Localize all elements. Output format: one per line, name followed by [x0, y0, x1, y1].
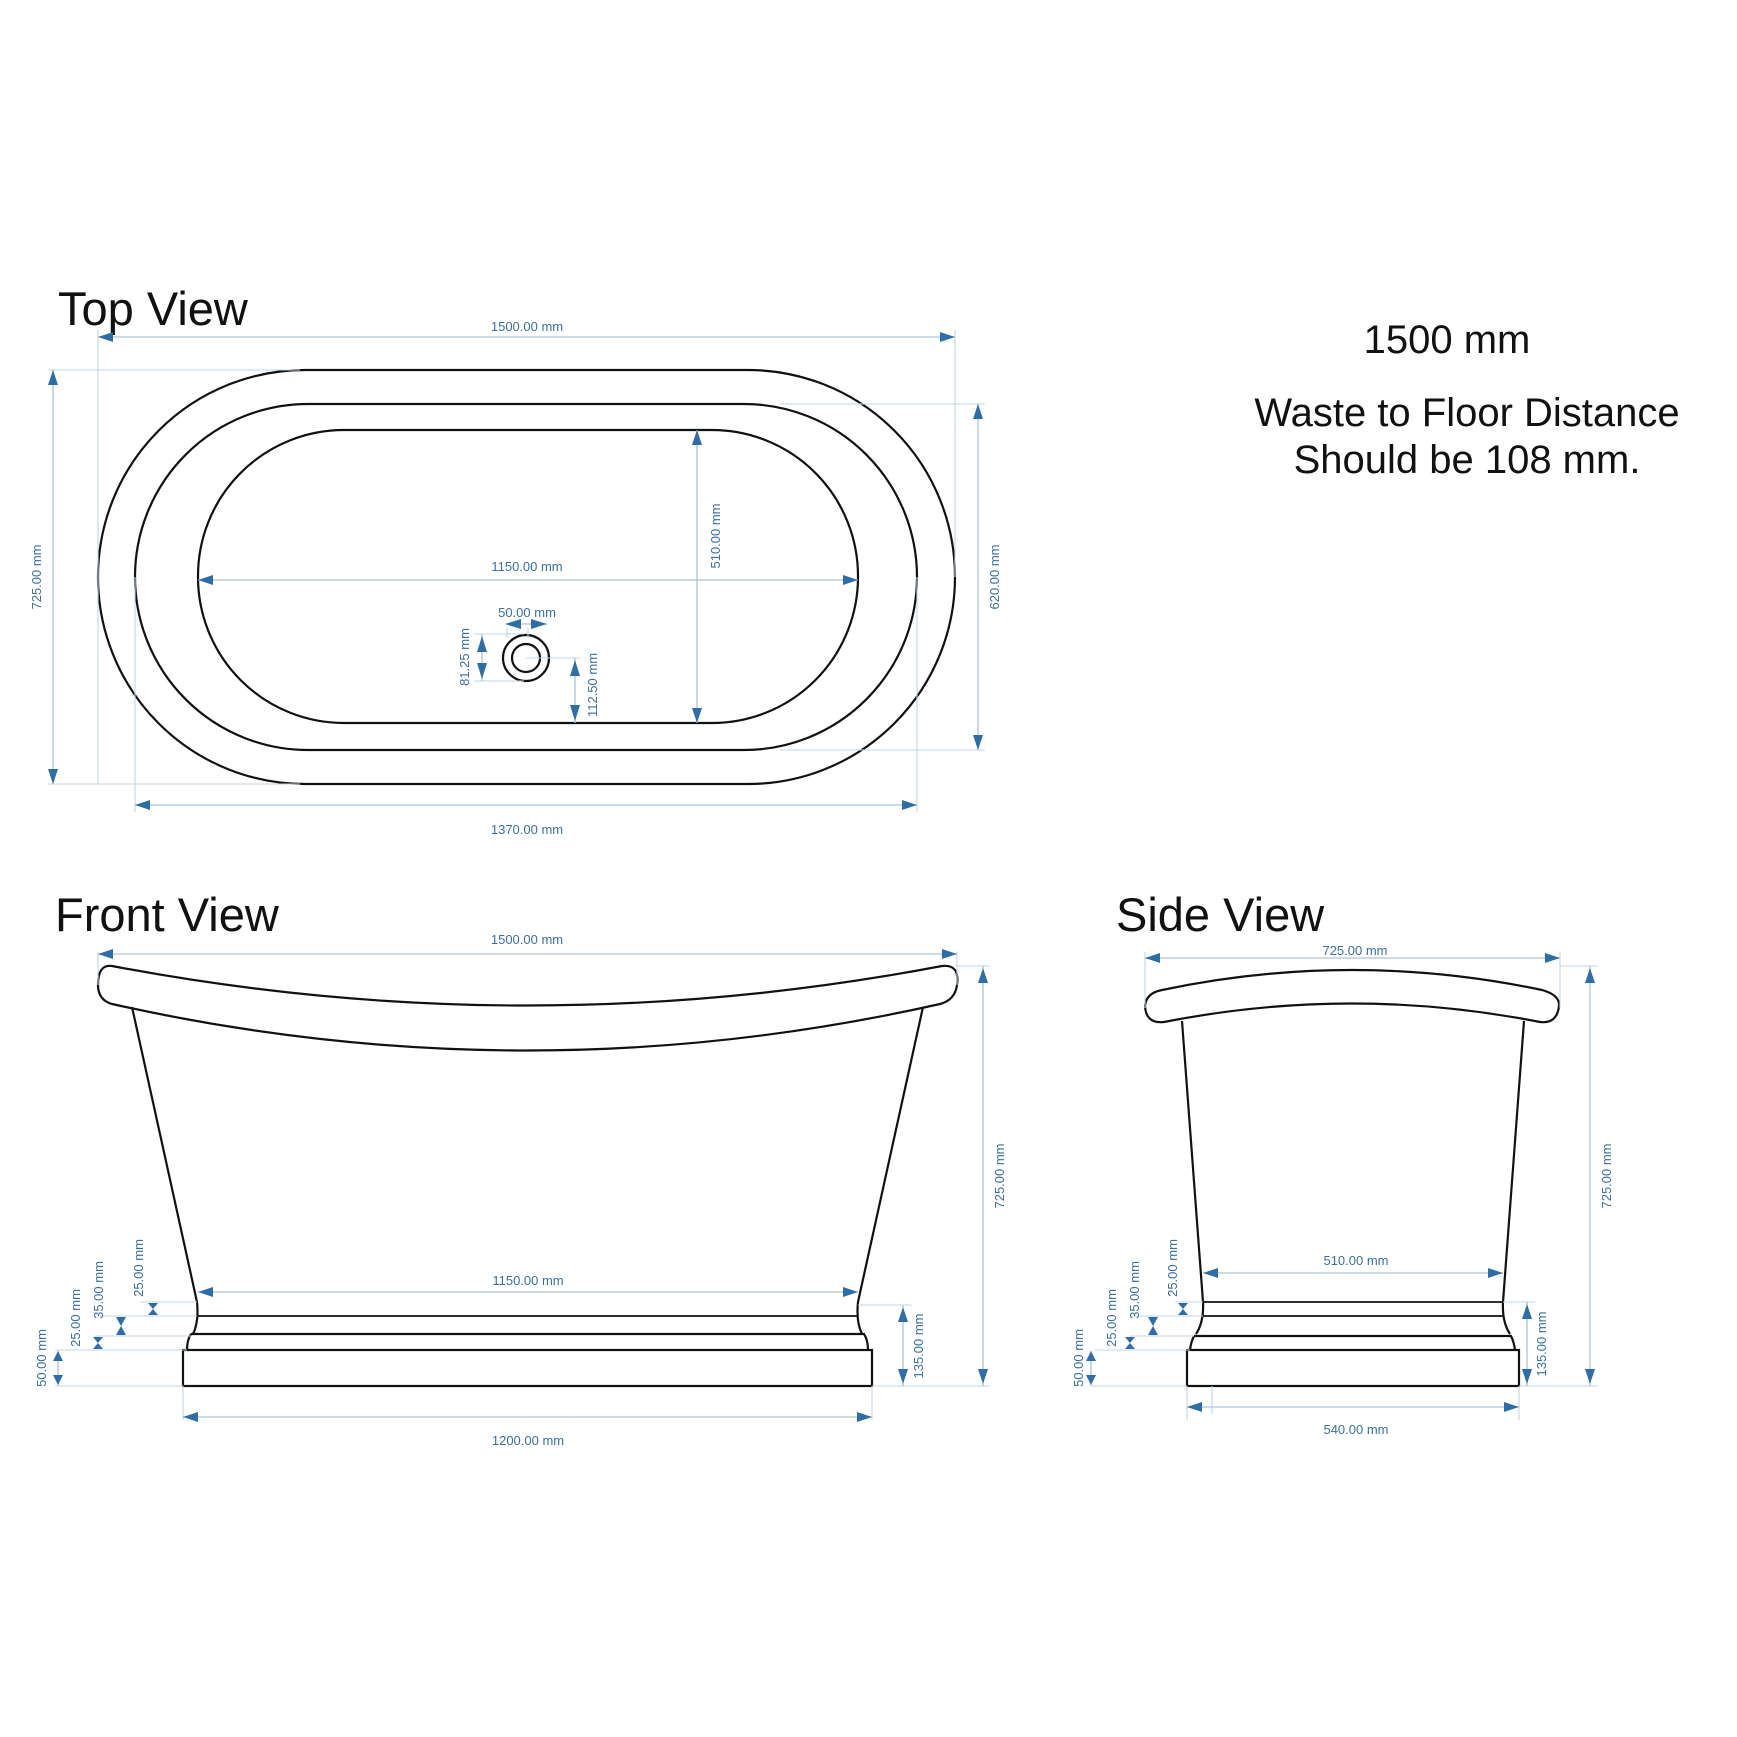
front-band-3-label: 25.00 mm	[68, 1289, 83, 1347]
front-plinth-length-label: 1200.00 mm	[492, 1433, 564, 1448]
front-plinth	[181, 1348, 874, 1388]
front-rim	[96, 964, 959, 1052]
side-overall-height-label: 725.00 mm	[1599, 1143, 1614, 1208]
front-base-top-length-label: 1150.00 mm	[492, 1273, 563, 1288]
waste-note-line-2: Should be 108 mm.	[1294, 438, 1641, 482]
side-plinth-height-label: 50.00 mm	[1071, 1329, 1086, 1387]
inner-rim-outline	[133, 402, 919, 752]
front-overall-length-label: 1500.00 mm	[491, 932, 563, 947]
top-basin-length-label: 1150.00 mm	[491, 559, 562, 574]
side-base-top-width-label: 510.00 mm	[1323, 1253, 1388, 1268]
side-view: 725.00 mm 725.00 mm 135.00 mm 510.00 mm …	[1071, 943, 1614, 1437]
top-view-title: Top View	[58, 282, 249, 335]
side-band-3-label: 25.00 mm	[1104, 1289, 1119, 1347]
top-waste-to-edge-label: 112.50 mm	[585, 653, 600, 717]
side-left-wall	[1180, 1020, 1205, 1335]
front-left-wall	[130, 1006, 199, 1335]
basin-outline	[196, 428, 860, 725]
length-note: 1500 mm	[1364, 318, 1531, 362]
top-waste-diameter-label: 50.00 mm	[498, 605, 556, 620]
top-waste-offset-label: 81.25 mm	[457, 628, 472, 686]
front-view-title: Front View	[55, 888, 280, 941]
front-plinth-top	[191, 1332, 870, 1351]
front-view: 1500.00 mm 725.00 mm 135.00 mm 1150.00 m…	[34, 932, 1007, 1448]
side-plinth-width-label: 540.00 mm	[1323, 1422, 1388, 1437]
front-right-wall	[856, 1006, 925, 1335]
waste-note-line-1: Waste to Floor Distance	[1254, 391, 1679, 435]
top-inner-rim-width-label: 620.00 mm	[987, 544, 1002, 609]
top-overall-length-label: 1500.00 mm	[491, 319, 563, 334]
side-overall-width-label: 725.00 mm	[1322, 943, 1387, 958]
side-plinth-top	[1194, 1334, 1517, 1351]
side-plinth	[1185, 1348, 1521, 1388]
front-plinth-height-label: 50.00 mm	[34, 1329, 49, 1387]
side-band-1-label: 25.00 mm	[1165, 1239, 1180, 1297]
side-view-title: Side View	[1116, 888, 1325, 941]
side-band-2-label: 35.00 mm	[1127, 1261, 1142, 1319]
side-base-height-label: 135.00 mm	[1534, 1311, 1549, 1376]
front-band-1-label: 25.00 mm	[131, 1239, 146, 1297]
top-overall-width-label: 725.00 mm	[29, 544, 44, 609]
side-right-wall	[1501, 1020, 1526, 1335]
front-band-2-label: 35.00 mm	[91, 1261, 106, 1319]
top-basin-width-label: 510.00 mm	[708, 503, 723, 568]
front-overall-height-label: 725.00 mm	[992, 1143, 1007, 1208]
top-inner-rim-length-label: 1370.00 mm	[491, 822, 563, 837]
front-base-height-label: 135.00 mm	[911, 1313, 926, 1378]
side-rim	[1143, 968, 1561, 1024]
top-view: 1500.00 mm 725.00 mm 620.00 mm 1370.00 m…	[29, 319, 1002, 837]
